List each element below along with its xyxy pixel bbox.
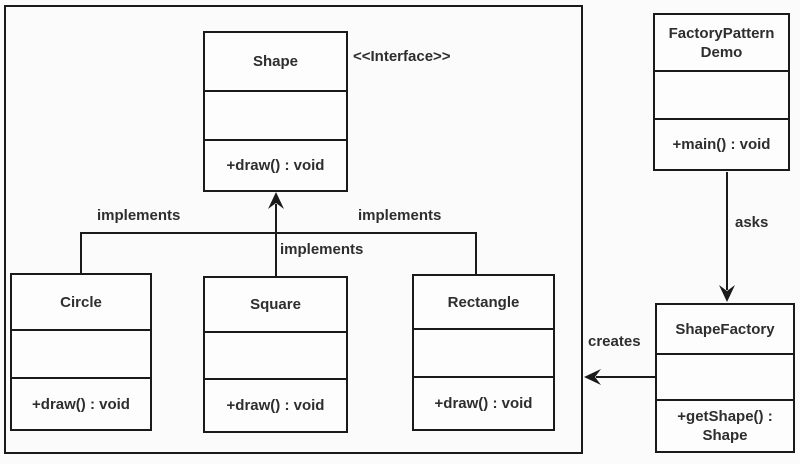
class-shape-factory: ShapeFactory +getShape() : Shape: [655, 303, 795, 453]
class-factory-pattern-demo-attributes: [655, 72, 788, 120]
class-shape-attributes: [205, 92, 346, 141]
class-factory-pattern-demo-name: FactoryPattern Demo: [655, 15, 788, 72]
class-shape-method: +draw() : void: [226, 157, 325, 174]
class-rectangle-attributes: [414, 330, 553, 378]
class-circle-method: +draw() : void: [32, 395, 130, 413]
class-circle-name: Circle: [12, 275, 150, 331]
class-shape-factory-method: +getShape() : Shape: [657, 401, 793, 451]
asks-label: asks: [735, 214, 769, 231]
class-circle-attributes: [12, 331, 150, 379]
class-rectangle: Rectangle +draw() : void: [412, 274, 555, 431]
asks-arrowhead-icon: [719, 285, 735, 302]
class-circle: Circle +draw() : void: [10, 273, 152, 431]
class-rectangle-method: +draw() : void: [434, 395, 533, 412]
class-shape-factory-attributes: [657, 355, 793, 401]
implements-label-rectangle: implements: [358, 207, 442, 224]
class-shape-name: Shape: [205, 33, 346, 92]
implements-label-circle: implements: [97, 207, 181, 224]
class-square: Square +draw() : void: [203, 276, 348, 433]
class-factory-pattern-demo: FactoryPattern Demo +main() : void: [653, 13, 790, 171]
class-rectangle-name: Rectangle: [414, 276, 553, 330]
class-factory-pattern-demo-name-line2: Demo: [700, 43, 743, 61]
creates-label: creates: [588, 333, 641, 350]
implements-label-square: implements: [280, 241, 364, 258]
class-shape-factory-method-line2: Shape: [702, 427, 748, 444]
class-square-method: +draw() : void: [226, 397, 325, 414]
creates-arrowhead-icon: [584, 369, 601, 385]
class-factory-pattern-demo-method: +main() : void: [672, 136, 771, 153]
class-square-name: Square: [205, 278, 346, 333]
class-square-attributes: [205, 333, 346, 380]
class-shape-factory-name: ShapeFactory: [657, 305, 793, 355]
class-factory-pattern-demo-name-line1: FactoryPattern: [668, 24, 775, 42]
class-shape-factory-method-line1: +getShape() :: [677, 408, 773, 425]
package-boundary: [4, 5, 583, 454]
interface-stereotype-label: <<Interface>>: [353, 48, 451, 65]
class-shape: Shape +draw() : void: [203, 31, 348, 192]
